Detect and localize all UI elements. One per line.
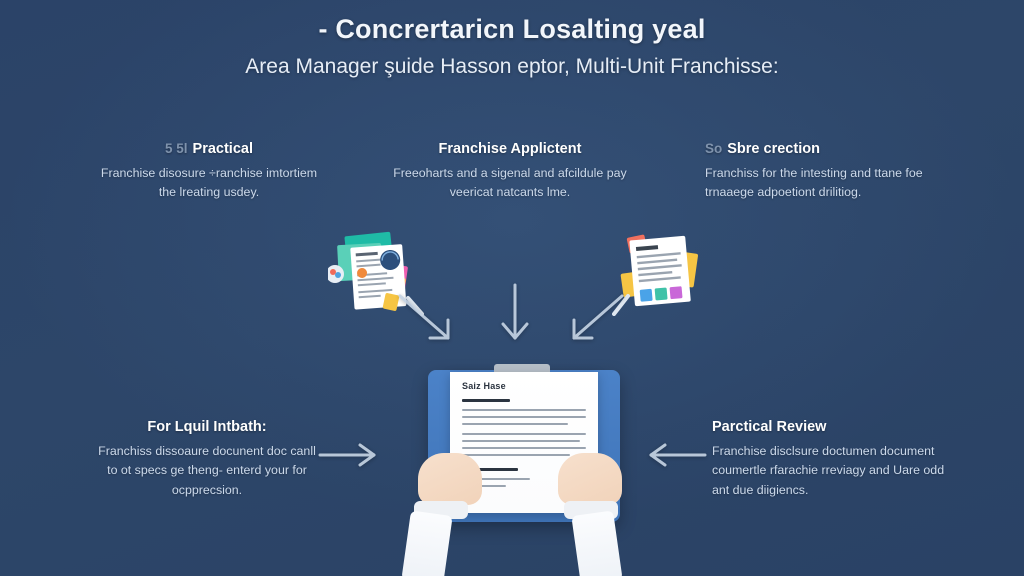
document-line	[462, 399, 510, 402]
document-line	[462, 416, 586, 418]
documents-stack-icon	[326, 228, 424, 321]
hand-left-palm	[418, 453, 482, 505]
hand-right-palm	[558, 453, 622, 505]
step-title-bottom-right: Parctical Review	[712, 419, 827, 435]
step-heading-bottom-right: Parctical Review	[712, 418, 947, 436]
title-block: - Concrertaricn Losalting yeal Area Mana…	[0, 14, 1024, 79]
arrow-down-left-icon	[572, 294, 624, 340]
document-line	[462, 454, 570, 456]
step-block-bottom-left: For Lquil Intbath: Franchiss dissoaure d…	[92, 418, 322, 500]
clipboard-illustration: Saiz Hase	[398, 355, 648, 576]
document-line	[462, 423, 568, 425]
step-heading-top-left: 5 5l Practical	[95, 140, 323, 158]
step-number-top-left: 5 5l	[165, 141, 188, 156]
step-body-bottom-right: Franchise disclsure doctumen document co…	[712, 444, 945, 497]
document-line	[462, 478, 530, 480]
step-title-top-left: Practical	[192, 141, 253, 157]
step-block-top-left: 5 5l Practical Franchise disosure ÷ranchi…	[95, 140, 323, 203]
page-subtitle: Area Manager şuide Hasson eptor, Multi-U…	[245, 55, 779, 78]
step-body-top-center: Freeoharts and a sigenal and afcildule p…	[393, 166, 627, 200]
step-number-top-right: So	[705, 141, 723, 156]
step-block-top-center: Franchise Applictent Freeoharts and a si…	[390, 140, 630, 203]
step-title-top-right: Sbre crection	[727, 141, 820, 157]
document-line	[462, 447, 586, 449]
arrow-right-icon	[318, 443, 376, 467]
document-title: Saiz Hase	[462, 381, 506, 391]
step-title-bottom-left: For Lquil Intbath:	[147, 419, 267, 435]
step-title-top-center: Franchise Applictent	[438, 141, 582, 157]
document-line	[462, 485, 506, 487]
documents-checklist-icon	[612, 228, 708, 321]
step-heading-bottom-left: For Lquil Intbath:	[92, 418, 322, 436]
step-block-bottom-right: Parctical Review Franchise disclsure doc…	[712, 418, 947, 500]
document-line	[462, 468, 518, 471]
step-heading-top-center: Franchise Applictent	[390, 140, 630, 158]
hand-left-sleeve	[401, 510, 453, 576]
arrow-left-icon	[649, 443, 707, 467]
step-block-top-right: So Sbre crection Franchiss for the intest…	[705, 140, 940, 203]
document-line	[462, 433, 586, 435]
page-title: - Concrertaricn Losalting yeal	[318, 14, 706, 44]
step-body-bottom-left: Franchiss dissoaure docunent doc canll t…	[98, 444, 316, 497]
arrow-down-right-icon	[398, 294, 450, 340]
arrow-down-icon	[501, 283, 529, 340]
step-heading-top-right: So Sbre crection	[705, 140, 940, 158]
step-body-top-right: Franchiss for the intesting and ttane fo…	[705, 166, 923, 200]
document-line	[462, 440, 580, 442]
step-body-top-left: Franchise disosure ÷ranchise imtortiem t…	[100, 166, 318, 200]
document-line	[462, 409, 586, 411]
